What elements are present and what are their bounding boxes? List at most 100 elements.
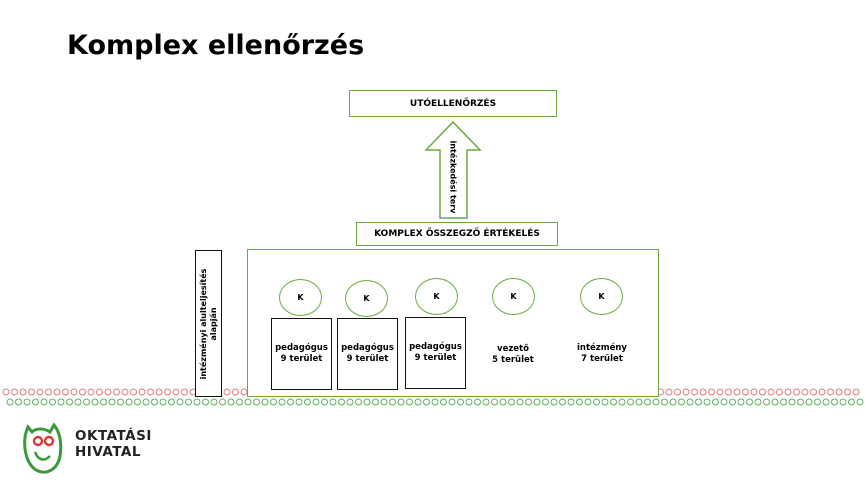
border-motif [104, 388, 112, 396]
border-motif [79, 388, 86, 396]
item-detail: 9 terület [346, 354, 389, 364]
border-motif [491, 398, 498, 406]
k-circle-5: K [580, 278, 623, 315]
border-motif [644, 398, 651, 406]
border-motif [312, 398, 320, 406]
border-motif [818, 388, 826, 396]
border-motif [389, 398, 396, 406]
item-name: intézmény [577, 343, 627, 353]
border-motif [91, 398, 99, 406]
border-motif [329, 398, 337, 406]
border-motif [652, 398, 660, 406]
border-motif [287, 398, 294, 406]
border-motif [788, 398, 796, 406]
border-motif [733, 388, 741, 396]
border-motif [6, 398, 14, 406]
summary-label: KOMPLEX ÖSSZEGZŐ ÉRTÉKELÉS [374, 229, 540, 239]
border-motif [499, 398, 507, 406]
border-motif [801, 388, 809, 396]
border-motif [397, 398, 405, 406]
border-motif [87, 388, 95, 396]
summary-box: KOMPLEX ÖSSZEGZŐ ÉRTÉKELÉS [356, 222, 558, 246]
border-motif [576, 398, 583, 406]
k-circle-1: K [279, 279, 322, 316]
border-motif [720, 398, 728, 406]
vezeto-label: vezető 5 terület [470, 317, 556, 393]
border-motif [100, 398, 107, 406]
border-motif [155, 388, 163, 396]
border-motif [635, 398, 643, 406]
border-motif [725, 388, 732, 396]
decorative-border [2, 388, 864, 406]
border-motif [134, 398, 141, 406]
border-motif [232, 388, 239, 396]
border-motif [202, 398, 209, 406]
k-circle-2: K [345, 280, 388, 317]
k-circle-3: K [415, 278, 458, 315]
border-motif [321, 398, 328, 406]
border-motif [130, 388, 137, 396]
border-motif [610, 398, 617, 406]
border-motif [355, 398, 362, 406]
border-motif [542, 398, 549, 406]
border-motif [176, 398, 184, 406]
border-motif [852, 388, 860, 396]
border-motif [746, 398, 753, 406]
item-detail: 9 terület [414, 353, 457, 363]
item-detail: 7 terület [581, 354, 623, 364]
border-motif [223, 388, 231, 396]
border-motif [831, 398, 838, 406]
border-motif [691, 388, 698, 396]
border-motif [810, 388, 817, 396]
border-motif [678, 398, 685, 406]
border-motif [686, 398, 694, 406]
border-motif [567, 398, 575, 406]
border-motif [253, 398, 260, 406]
border-motif [712, 398, 719, 406]
border-motif [533, 398, 541, 406]
border-motif [759, 388, 766, 396]
pedagogus-box-1: pedagógus 9 terület [271, 318, 332, 390]
border-motif [11, 388, 18, 396]
border-motif [627, 398, 634, 406]
border-motif [261, 398, 269, 406]
border-motif [270, 398, 277, 406]
border-motif [164, 388, 171, 396]
item-name: pedagógus [409, 342, 462, 352]
side-label: intézményi alulteljesítés alapján [199, 268, 219, 379]
item-detail: 5 terület [492, 355, 534, 365]
border-motif [19, 388, 27, 396]
border-motif [525, 398, 532, 406]
border-motif [168, 398, 175, 406]
page-title: Komplex ellenőrzés [67, 30, 365, 61]
border-motif [414, 398, 422, 406]
border-motif [482, 398, 490, 406]
border-motif [703, 398, 711, 406]
logo-line2: HIVATAL [75, 444, 141, 460]
border-motif [363, 398, 371, 406]
item-detail: 9 terület [280, 354, 323, 364]
border-motif [125, 398, 133, 406]
border-motif [32, 398, 39, 406]
side-label-box: intézményi alulteljesítés alapján [195, 250, 222, 397]
border-motif [661, 398, 668, 406]
border-motif [508, 398, 515, 406]
border-motif [278, 398, 286, 406]
border-motif [708, 388, 715, 396]
border-motif [754, 398, 762, 406]
k-label: K [510, 292, 517, 301]
border-motif [151, 398, 158, 406]
k-circle-4: K [492, 278, 535, 315]
border-motif [147, 388, 154, 396]
border-motif [593, 398, 600, 406]
k-label: K [598, 292, 605, 301]
border-motif [172, 388, 180, 396]
border-motif [474, 398, 481, 406]
border-motif [742, 388, 749, 396]
border-motif [108, 398, 116, 406]
border-motif [83, 398, 90, 406]
border-motif [559, 398, 566, 406]
k-label: K [297, 293, 304, 302]
border-motif [584, 398, 592, 406]
border-motif [771, 398, 779, 406]
